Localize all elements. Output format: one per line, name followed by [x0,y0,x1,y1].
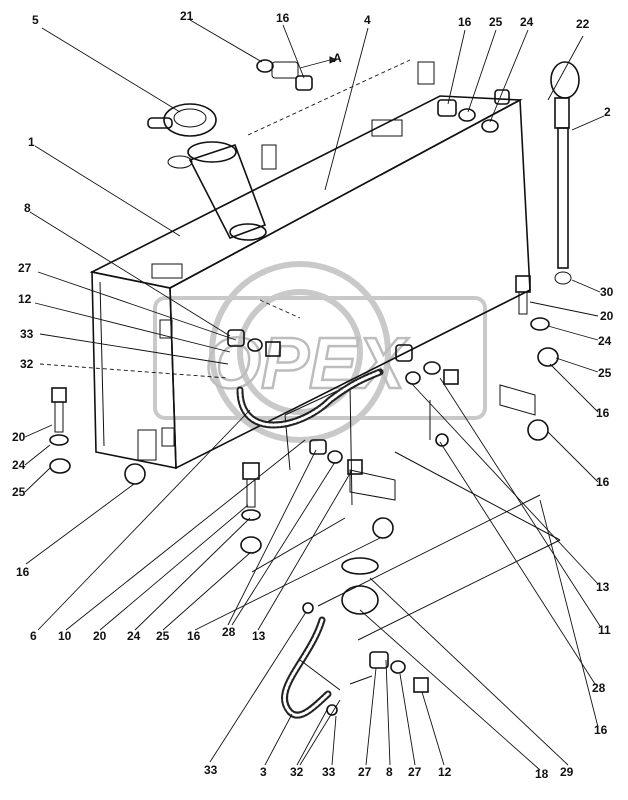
fuel-hose-lower [281,602,429,719]
callout-25: 25 [12,485,26,499]
callout-2: 2 [604,105,611,119]
callout-24: 24 [12,458,26,472]
opex-watermark: OPEX [153,261,487,443]
callout-33: 33 [322,765,336,779]
callout-27: 27 [408,765,422,779]
callout-27: 27 [358,765,372,779]
callout-labels: 5 21 16 4 16 25 24 22 2 1 8 27 12 33 32 … [12,9,614,781]
callout-29: 29 [560,765,574,779]
callout-27: 27 [18,261,32,275]
callout-16: 16 [276,11,290,25]
callout-5: 5 [32,13,39,27]
drain-plug [341,557,379,615]
callout-16: 16 [187,629,201,643]
callout-16: 16 [16,565,30,579]
callout-13: 13 [252,629,266,643]
right-bolt-set [515,275,559,441]
callout-32: 32 [290,765,304,779]
callout-33: 33 [20,327,34,341]
callout-16: 16 [458,15,472,29]
assembly-guide-lines [251,400,561,691]
view-arrow-label: A [333,51,342,65]
breather-fittings [437,89,510,133]
callout-16: 16 [596,406,610,420]
center-bolt-set [240,462,394,554]
callout-28: 28 [592,681,606,695]
callout-20: 20 [600,309,614,323]
callout-13: 13 [596,580,610,594]
callout-20: 20 [12,430,26,444]
callout-28: 28 [222,625,236,639]
left-bolt-set [49,387,146,485]
callout-24: 24 [520,15,534,29]
dipstick [550,61,580,285]
callout-8: 8 [386,765,393,779]
callout-33: 33 [204,763,218,777]
filler-neck [167,141,267,241]
callout-12: 12 [18,292,32,306]
callout-25: 25 [598,366,612,380]
callout-6: 6 [30,629,37,643]
filler-cap [147,103,217,137]
callout-24: 24 [127,629,141,643]
callout-24: 24 [598,334,612,348]
fuel-hose-upper [227,329,459,475]
callout-18: 18 [535,767,549,781]
callout-4: 4 [364,13,371,27]
callout-11: 11 [598,623,611,637]
callout-12: 12 [438,765,452,779]
callout-20: 20 [93,629,107,643]
callout-16: 16 [594,723,608,737]
callout-25: 25 [156,629,170,643]
callout-22: 22 [576,17,590,31]
fitting-21: A [256,51,342,91]
callout-30: 30 [600,285,614,299]
callout-10: 10 [58,629,72,643]
leader-lines [24,19,605,771]
callout-8: 8 [24,201,31,215]
watermark-text: OPEX [205,324,409,404]
callout-16: 16 [596,475,610,489]
callout-25: 25 [489,15,503,29]
callout-1: 1 [28,135,35,149]
callout-21: 21 [180,9,194,23]
callout-3: 3 [260,765,267,779]
callout-32: 32 [20,357,34,371]
